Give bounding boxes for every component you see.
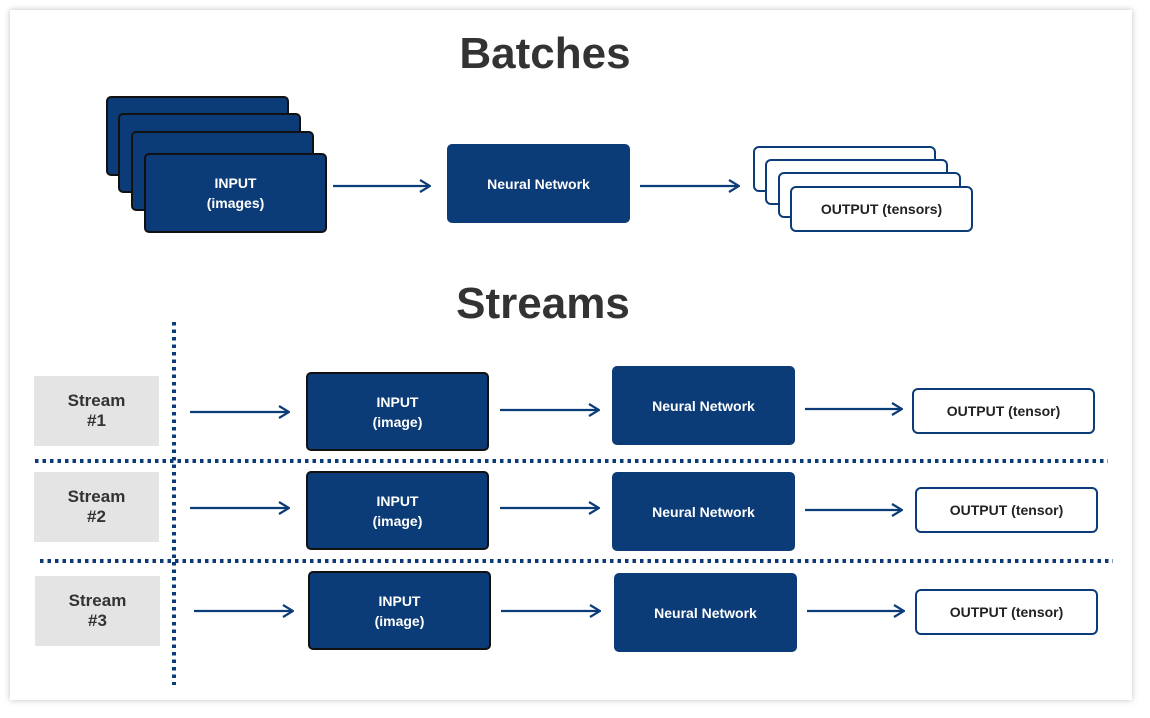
stream-1-input-label: INPUT xyxy=(376,393,419,410)
batch-input-label: INPUT xyxy=(214,175,257,191)
stream-3-neural-network-box: Neural Network xyxy=(614,573,797,652)
stream-1-output-label: OUTPUT (tensor) xyxy=(946,403,1061,419)
stream-3-input-box: INPUT (image) xyxy=(308,571,491,650)
stream-label-1-line2: #1 xyxy=(87,411,106,430)
batch-neural-network-box: Neural Network xyxy=(447,144,630,223)
stream-2-input-sublabel: (image) xyxy=(372,512,423,529)
stream-3-input-sublabel: (image) xyxy=(374,612,425,629)
stream-label-2-line1: Stream xyxy=(67,487,126,506)
connectors-layer xyxy=(35,10,1113,685)
stream-label-3: Stream#3 xyxy=(35,576,160,646)
stream-1-output-box: OUTPUT (tensor) xyxy=(912,388,1095,434)
stream-2-neural-network-box: Neural Network xyxy=(612,472,795,551)
stream-1-neural-network-box: Neural Network xyxy=(612,366,795,445)
stream-2-input-box: INPUT (image) xyxy=(306,471,489,550)
batch-output-box: OUTPUT (tensors) xyxy=(790,186,973,232)
stream-label-1-line1: Stream xyxy=(67,391,126,410)
stream-2-neural-network-label: Neural Network xyxy=(652,503,755,520)
stream-label-3-line1: Stream xyxy=(68,591,127,610)
stream-2-input-label: INPUT xyxy=(376,492,419,509)
stream-1-neural-network-label: Neural Network xyxy=(652,397,755,414)
batch-input-box: INPUT (images) xyxy=(144,153,327,233)
stream-label-2: Stream#2 xyxy=(34,472,159,542)
stream-2-output-box: OUTPUT (tensor) xyxy=(915,487,1098,533)
stream-1-input-box: INPUT (image) xyxy=(306,372,489,451)
stream-3-input-label: INPUT xyxy=(378,592,421,609)
diagram-canvas: Batches INPUT (images) Neural Network OU… xyxy=(10,10,1132,700)
stream-label-1: Stream#1 xyxy=(34,376,159,446)
streams-title: Streams xyxy=(456,279,630,328)
batches-title: Batches xyxy=(459,29,631,78)
batch-output-label: OUTPUT (tensors) xyxy=(820,201,943,217)
stream-2-output-label: OUTPUT (tensor) xyxy=(949,502,1064,518)
batch-input-sublabel: (images) xyxy=(206,195,265,211)
stream-label-2-line2: #2 xyxy=(87,507,106,526)
stream-label-3-line2: #3 xyxy=(88,611,107,630)
stream-3-output-box: OUTPUT (tensor) xyxy=(915,589,1098,635)
stream-3-neural-network-label: Neural Network xyxy=(654,604,757,621)
stream-3-output-label: OUTPUT (tensor) xyxy=(949,604,1064,620)
batch-neural-network-label: Neural Network xyxy=(487,175,590,192)
stream-1-input-sublabel: (image) xyxy=(372,413,423,430)
